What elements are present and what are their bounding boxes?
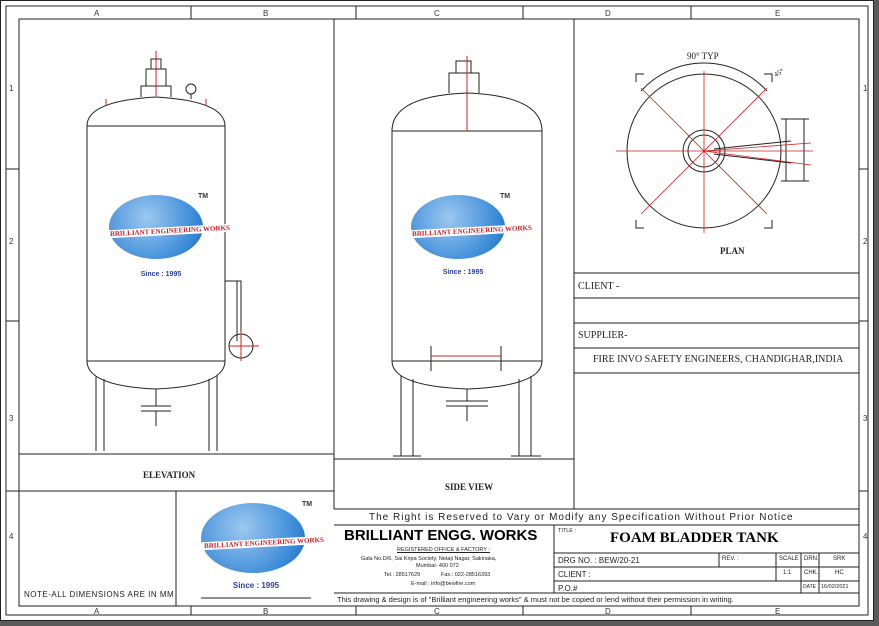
elevation-label: ELEVATION bbox=[143, 470, 196, 480]
drawing-number: DRG NO. : BEW/20-21 bbox=[558, 556, 640, 565]
zone-col-d-top: D bbox=[605, 9, 611, 18]
zone-col-a-top: A bbox=[94, 9, 100, 18]
company-name: BRILLIANT ENGG. WORKS bbox=[344, 527, 538, 544]
address-line-2: Mumbai- 400 072 bbox=[416, 563, 459, 569]
zone-col-e-bottom: E bbox=[775, 607, 781, 616]
date-label: DATE bbox=[803, 584, 816, 590]
scale-label: SCALE bbox=[779, 556, 799, 562]
zone-col-a-bottom: A bbox=[94, 607, 100, 616]
supplier-label: SUPPLIER- bbox=[578, 330, 628, 341]
zone-col-b-top: B bbox=[263, 9, 269, 18]
title-label: TITLE : bbox=[558, 528, 577, 534]
logo-side-view: BRILLIANT ENGINEERING WORKS TM Since : 1… bbox=[409, 193, 535, 276]
address-line-1: Gala No.D/6, Sai Kripa Society, Netaji N… bbox=[361, 556, 497, 562]
zone-row-3-left: 3 bbox=[9, 414, 14, 423]
zone-col-e-top: E bbox=[775, 9, 781, 18]
fax: Fax.: 022-28516393 bbox=[441, 572, 491, 578]
scale-value: 1:1 bbox=[783, 570, 792, 576]
zone-col-c-bottom: C bbox=[434, 607, 440, 616]
zone-row-1-right: 1 bbox=[863, 84, 868, 93]
logo-elevation: BRILLIANT ENGINEERING WORKS TM Since : 1… bbox=[107, 193, 233, 278]
zone-col-d-bottom: D bbox=[605, 607, 611, 616]
checked-label: CHK. bbox=[804, 570, 819, 576]
office-label: REGISTERED OFFICE & FACTORY : bbox=[397, 547, 490, 553]
zone-row-2-right: 2 bbox=[863, 237, 868, 246]
drawn-by: SRK bbox=[833, 556, 846, 562]
checked-by: HC bbox=[835, 570, 844, 576]
zone-row-4-right: 4 bbox=[863, 532, 868, 541]
plan-label: PLAN bbox=[720, 246, 745, 256]
client-field: CLIENT : bbox=[558, 570, 591, 579]
notice-text: The Right is Reserved to Vary or Modify … bbox=[369, 512, 794, 523]
supplier-value: FIRE INVO SAFETY ENGINEERS, CHANDIGHAR,I… bbox=[593, 354, 844, 365]
telephone: Tel.: 28517629 bbox=[384, 572, 421, 578]
dimensions-note: NOTE-ALL DIMENSIONS ARE IN MM bbox=[24, 590, 175, 599]
date-value: 16/02/2021 bbox=[821, 584, 849, 590]
inner-frame bbox=[18, 18, 860, 607]
zone-row-2-left: 2 bbox=[9, 237, 14, 246]
elevation-tank bbox=[86, 58, 254, 451]
revision: REV. : bbox=[722, 556, 739, 562]
drawn-label: DRN. bbox=[804, 556, 819, 562]
plan-angle-typ: 90° TYP bbox=[687, 51, 719, 61]
outer-border bbox=[5, 5, 869, 616]
zone-col-b-bottom: B bbox=[263, 607, 269, 616]
logo-bottom: BRILLIANT ENGINEERING WORKS TM Since : 1… bbox=[198, 501, 327, 596]
email: E-mail : info@bewfire.com bbox=[411, 581, 476, 587]
disclaimer-text: This drawing & design is of "Brilliant e… bbox=[337, 595, 734, 604]
drawing-title: FOAM BLADDER TANK bbox=[610, 530, 779, 546]
po-field: P.O.# bbox=[558, 584, 578, 593]
zone-row-1-left: 1 bbox=[9, 84, 14, 93]
zone-row-3-right: 3 bbox=[863, 414, 868, 423]
side-view-tank bbox=[391, 60, 543, 457]
plan-center-lines bbox=[616, 71, 813, 233]
zone-col-c-top: C bbox=[434, 9, 440, 18]
client-label: CLIENT - bbox=[578, 281, 620, 292]
zone-row-4-left: 4 bbox=[9, 532, 14, 541]
side-view-label: SIDE VIEW bbox=[445, 482, 494, 492]
